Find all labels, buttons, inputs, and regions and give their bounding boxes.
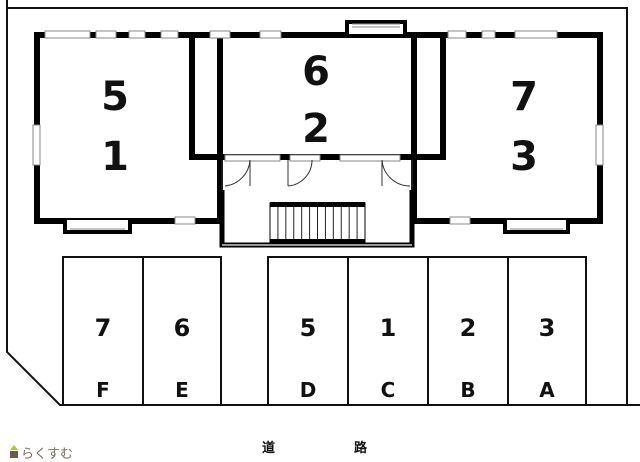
- windows: [32, 30, 604, 225]
- parking-letter: B: [460, 378, 475, 402]
- unit-center-bottom: 2: [302, 106, 330, 152]
- parking-letter: F: [96, 378, 110, 402]
- unit-left-bottom: 1: [101, 134, 129, 180]
- parking-letter: C: [381, 378, 396, 402]
- parking-space: 7F: [62, 256, 144, 406]
- parking-number: 2: [460, 314, 477, 342]
- logo-roof-icon: [10, 445, 18, 450]
- logo-text: らくすむ: [21, 447, 73, 462]
- parking-number: 1: [380, 314, 397, 342]
- parking-number: 3: [539, 314, 556, 342]
- logo-house-icon: [10, 451, 18, 458]
- parking-space-outline: [507, 256, 587, 406]
- parking-space: 3A: [507, 256, 587, 406]
- parking-space: 5D: [267, 256, 349, 406]
- unit-center-top: 6: [302, 49, 330, 95]
- logo: らくすむ: [10, 445, 73, 462]
- site-boundary-top: [7, 7, 628, 405]
- parking-space: 1C: [347, 256, 429, 406]
- road-label-2: 路: [354, 440, 368, 456]
- unit-right-bottom: 3: [510, 134, 538, 180]
- parking-number: 6: [174, 314, 191, 342]
- parking-number: 7: [95, 314, 112, 342]
- parking-space: 6E: [142, 256, 222, 406]
- unit-right-top: 7: [510, 74, 538, 120]
- road-label-1: 道: [262, 440, 275, 456]
- parking-letter: E: [175, 378, 189, 402]
- doors: [221, 159, 413, 190]
- parking-number: 5: [300, 314, 317, 342]
- parking-letter: D: [300, 378, 317, 402]
- parking-space-outline: [142, 256, 222, 406]
- parking-letter: A: [539, 378, 555, 402]
- parking-space: 2B: [427, 256, 509, 406]
- unit-left-top: 5: [101, 74, 129, 120]
- stairs: [269, 202, 366, 244]
